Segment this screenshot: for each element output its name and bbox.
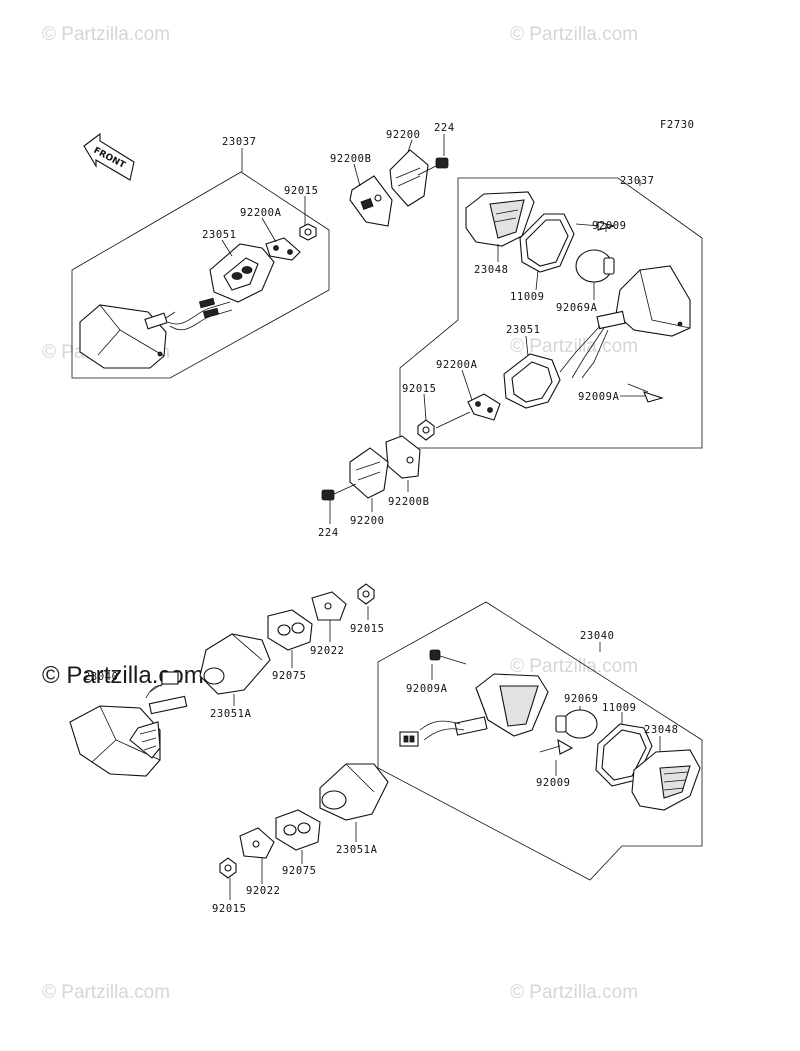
label-23048-bottom: 23048	[644, 724, 679, 736]
label-23040-left: 23040	[84, 671, 119, 683]
label-23040-right: 23040	[580, 630, 615, 642]
leader-lines	[221, 134, 661, 900]
lamp-front-left	[79, 297, 233, 369]
part-92200A-left	[265, 237, 301, 261]
label-11009-right: 11009	[510, 291, 545, 303]
part-92200-mid	[349, 447, 389, 499]
label-92022-b: 92022	[246, 885, 281, 897]
part-92022-plate-a	[311, 591, 347, 621]
part-92015-nut-right	[417, 411, 471, 441]
part-92009A-screw-bottom	[429, 649, 467, 665]
part-labels: 23037 92015 92200A 23051 92200B 92200 22…	[84, 122, 679, 915]
label-224-top: 224	[434, 122, 455, 134]
label-23037-left: 23037	[222, 136, 257, 148]
label-92069-bottom: 92069	[564, 693, 599, 705]
watermark-mid-right: © Partzilla.com	[510, 336, 638, 357]
part-92015-nut-bottom-b	[219, 857, 237, 879]
box-rear-right	[377, 601, 703, 881]
label-11009-bottom: 11009	[602, 702, 637, 714]
label-23037-right: 23037	[620, 175, 655, 187]
label-92075-a: 92075	[272, 670, 307, 682]
label-92200B-mid: 92200B	[388, 496, 430, 508]
watermark-top-left: © Partzilla.com	[42, 24, 170, 45]
watermarks: © Partzilla.com © Partzilla.com © Partzi…	[42, 24, 638, 1003]
watermark-top-right: © Partzilla.com	[510, 24, 638, 45]
part-92015-nut-left	[299, 223, 317, 241]
part-92069-bulb-bottom	[555, 709, 598, 739]
housing-front-right	[559, 265, 691, 379]
part-23051-seal-right	[503, 353, 561, 409]
label-92015-top-left: 92015	[284, 185, 319, 197]
part-92075-grommet-b	[275, 809, 321, 851]
box-front-left	[71, 171, 330, 379]
watermark-lower-right: © Partzilla.com	[510, 656, 638, 677]
housing-rear-right	[399, 673, 549, 747]
box-front-right	[399, 177, 703, 449]
label-92200A-top-left: 92200A	[240, 207, 282, 219]
label-92015-bottom-b: 92015	[212, 903, 247, 915]
label-23048-right: 23048	[474, 264, 509, 276]
label-92200-mid: 92200	[350, 515, 385, 527]
label-92075-b: 92075	[282, 865, 317, 877]
part-92200B-mid	[385, 435, 421, 479]
part-23051A-seal-b	[319, 763, 389, 821]
part-11009-gasket-right	[519, 213, 575, 273]
watermark-bottom-left: © Partzilla.com	[42, 982, 170, 1003]
label-23051-right: 23051	[506, 324, 541, 336]
label-23051A-b: 23051A	[336, 844, 378, 856]
label-92015-bottom-a: 92015	[350, 623, 385, 635]
label-92009A-bottom: 92009A	[406, 683, 448, 695]
part-23048-lens-bottom	[631, 749, 701, 811]
label-92200A-right: 92200A	[436, 359, 478, 371]
part-92009A-screw-right	[627, 383, 664, 403]
watermark-bottom-right: © Partzilla.com	[510, 982, 638, 1003]
label-92015-right: 92015	[402, 383, 437, 395]
part-92009-screw-bottom	[539, 738, 574, 755]
part-224-screw-mid	[321, 483, 357, 501]
part-92015-nut-bottom-a	[357, 583, 375, 605]
part-92200A-right	[467, 393, 501, 421]
part-224-screw-top	[417, 157, 449, 176]
part-92200B-top	[349, 175, 393, 227]
part-92075-grommet-a	[267, 609, 313, 651]
label-224-mid: 224	[318, 527, 339, 539]
part-92022-plate-b	[239, 827, 275, 859]
label-92009-right: 92009	[592, 220, 627, 232]
label-92200B-top: 92200B	[330, 153, 372, 165]
label-92200-top: 92200	[386, 129, 421, 141]
watermark-large: © Partzilla.com	[42, 662, 204, 689]
part-23051-seal-left	[209, 243, 275, 303]
label-23051-top-left: 23051	[202, 229, 237, 241]
part-23051A-seal-a	[199, 633, 271, 695]
front-arrow-icon: FRONT	[83, 132, 135, 181]
lamp-rear-left	[69, 671, 188, 777]
part-92069A-bulb-right	[575, 249, 615, 283]
label-23051A-a: 23051A	[210, 708, 252, 720]
part-23048-lens-right	[465, 191, 535, 247]
label-92009-bottom: 92009	[536, 777, 571, 789]
part-92200-top	[389, 149, 429, 207]
label-92069A-right: 92069A	[556, 302, 598, 314]
figure-code: F2730	[660, 119, 695, 131]
label-92022-a: 92022	[310, 645, 345, 657]
label-92009A-right: 92009A	[578, 391, 620, 403]
